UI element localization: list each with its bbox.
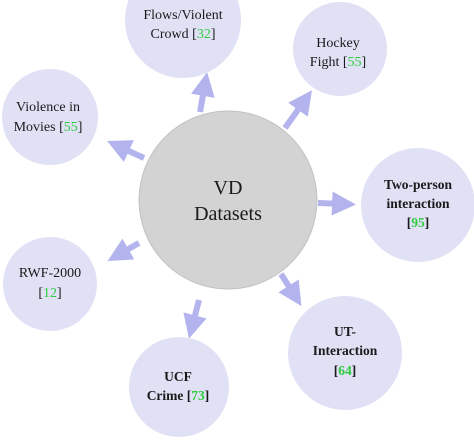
center-title-line1: VD (214, 177, 243, 199)
node-label-line2: Fight [55] (310, 55, 366, 70)
citation: 32 (197, 27, 211, 42)
node-label-line1: Hockey (316, 36, 360, 51)
node-label-line1: RWF-2000 (19, 266, 81, 281)
node-label-line1: Flows/Violent (143, 8, 222, 23)
center-node: VD Datasets (138, 110, 318, 290)
citation: 55 (64, 120, 78, 135)
node-rwf-2000: RWF-2000 [12] (3, 237, 97, 331)
center-title-line2: Datasets (194, 203, 262, 225)
arrow-to-ucf-crime (183, 299, 207, 339)
arrow-to-hockey-fight (282, 90, 312, 130)
node-label-line2: interaction (387, 196, 450, 211)
node-label-line3: [64] (334, 363, 357, 378)
node-ucf-crime: UCF Crime [73] (129, 337, 229, 437)
node-label-line2: Interaction (313, 343, 378, 358)
node-two-person-interaction: Two-person interaction [95] (361, 148, 474, 262)
node-hockey-fight: Hockey Fight [55] (293, 2, 387, 96)
arrow-to-rwf-2000 (107, 238, 141, 261)
citation: 73 (191, 388, 205, 403)
node-flows-violent-crowd: Flows/Violent Crowd [32] (125, 0, 241, 78)
node-label-line1: Two-person (384, 177, 452, 192)
node-label-line2: [12] (38, 286, 61, 301)
arrows (107, 72, 356, 339)
arrow-to-flows-violent-crowd (191, 72, 215, 113)
node-violence-in-movies: Violence in Movies [55] (2, 69, 98, 165)
citation: 95 (411, 215, 425, 230)
node-label-line2: Movies [55] (14, 120, 83, 135)
node-ut-interaction: UT- Interaction [64] (288, 296, 402, 410)
node-label-line2: Crowd [32] (151, 27, 216, 42)
node-label-line1: Violence in (16, 100, 80, 115)
node-label-line3: [95] (407, 215, 430, 230)
citation: 12 (43, 286, 57, 301)
arrow-to-two-person-interaction (317, 191, 356, 216)
citation: 55 (348, 55, 362, 70)
node-label-line2: Crime [73] (147, 388, 210, 403)
citation: 64 (338, 363, 352, 378)
arrow-to-ut-interaction (278, 272, 302, 307)
node-label-line1: UCF (164, 369, 192, 384)
node-label-line1: UT- (334, 324, 356, 339)
arrow-to-violence-in-movies (107, 140, 146, 162)
